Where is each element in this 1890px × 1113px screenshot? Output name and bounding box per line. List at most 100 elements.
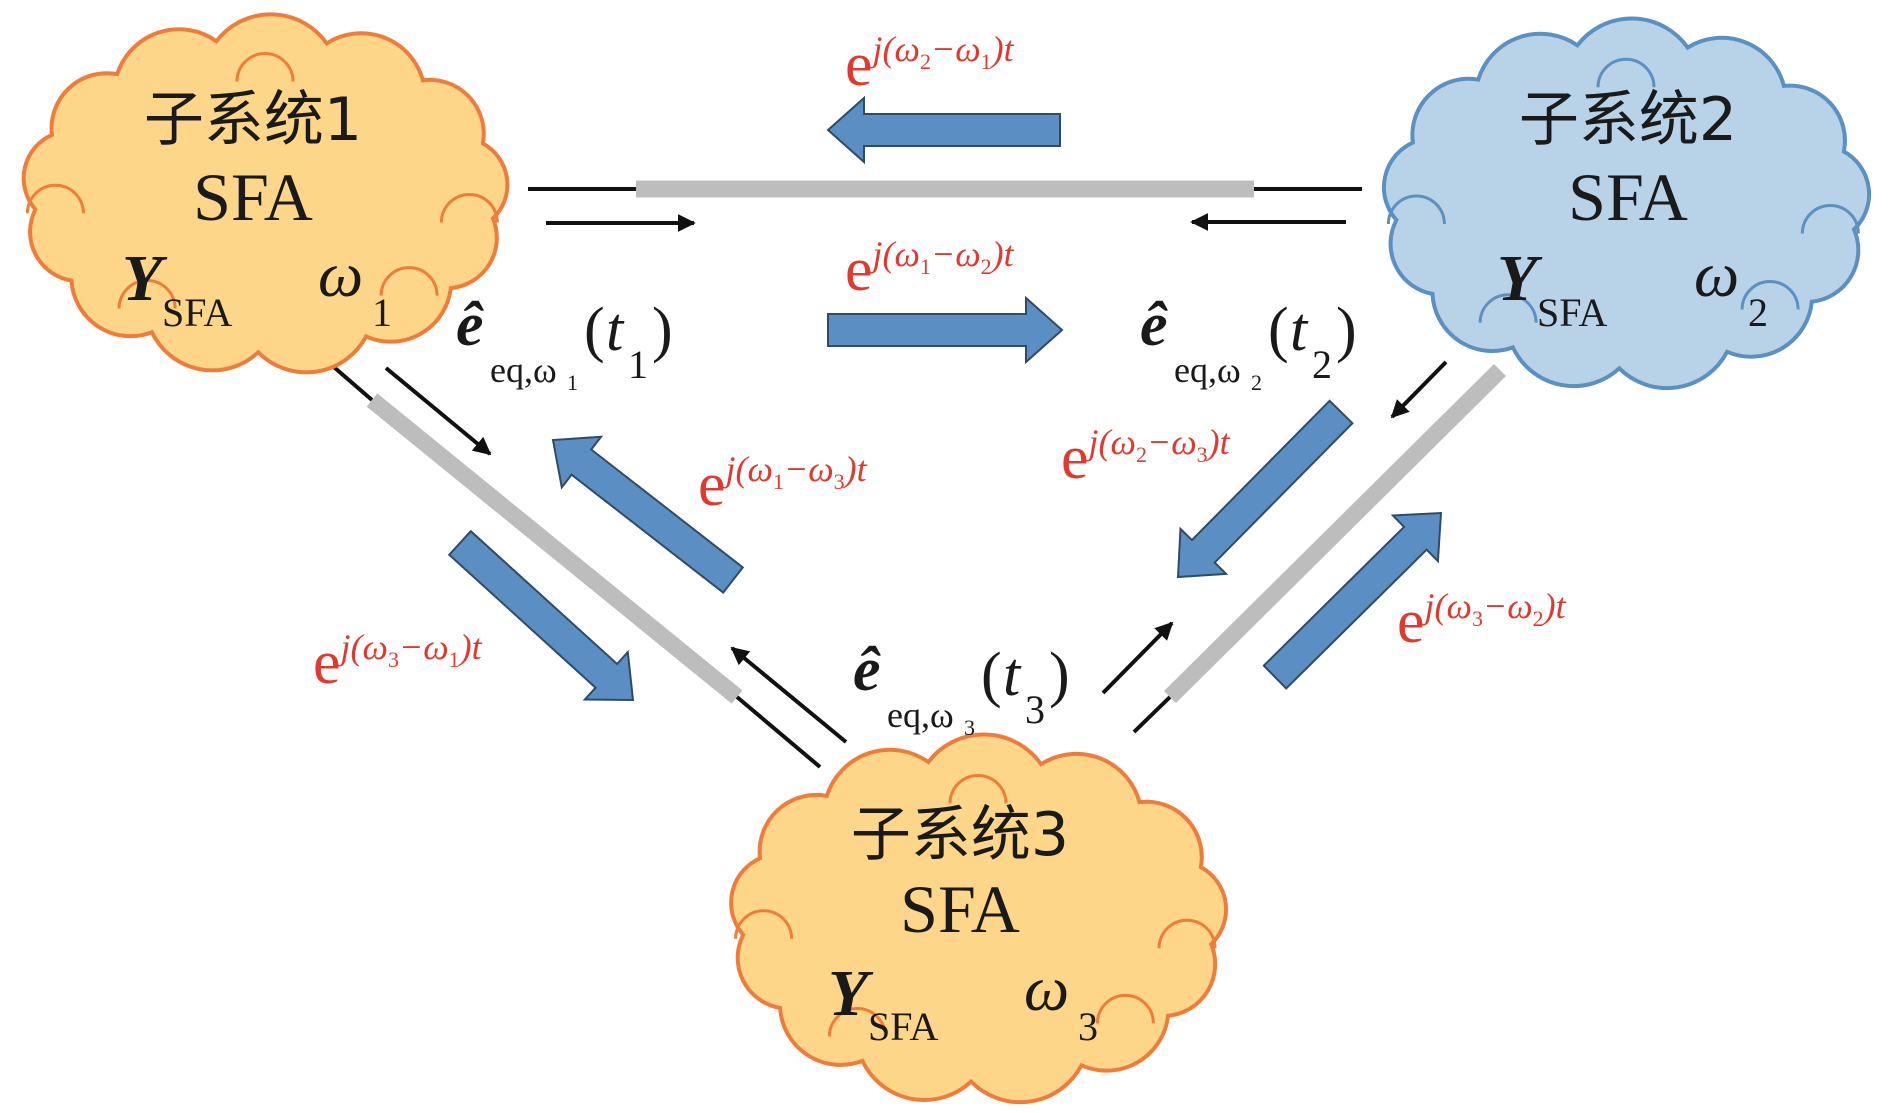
eq-source-arg: t: [1003, 641, 1022, 709]
shift-arrow-1-to-2-icon: [827, 295, 1064, 365]
shift-label-part: j(ω: [1421, 586, 1472, 626]
shift-label-part: 3: [1197, 442, 1208, 467]
shift-label-part: )t: [458, 627, 483, 667]
subsystem-3-name: 子系统3: [851, 800, 1069, 870]
shift-label-part: j(ω: [337, 627, 388, 667]
subsystem-1: 子系统1 SFA Y SFA ω 1: [122, 85, 392, 335]
subsystem-3: 子系统3 SFA Y SFA ω 3: [828, 800, 1098, 1049]
eq-source-paren-close: ): [1049, 641, 1070, 709]
link-1-3: [326, 360, 822, 769]
cloud-puff-detail: [1478, 293, 1538, 323]
equivalent-source-3: ê eq,ω 3 ( t 3 ): [853, 636, 1070, 740]
shift-label-part: −ω: [931, 29, 981, 69]
eq-source-arg-index: 2: [1312, 342, 1332, 387]
cloud-puff-detail: [1095, 993, 1155, 1024]
subsystem-1-frequency: ω: [318, 239, 363, 310]
shift-label-part: −ω: [931, 234, 981, 274]
shift-label-part: e: [845, 31, 873, 99]
eq-source-sub: eq,ω: [887, 695, 954, 735]
shift-label-2-1: ej(ω1−ω2)t: [845, 234, 1015, 304]
shift-arrow-2-to-1-icon: [826, 95, 1061, 165]
eq-source-sub-index: 1: [567, 370, 578, 395]
shift-label-part: j(ω: [869, 234, 920, 274]
transmission-line: [1164, 363, 1506, 704]
eq-source-paren-close: ): [1336, 296, 1357, 364]
subsystem-1-cloud: [21, 12, 510, 375]
shift-label-part: 2: [981, 254, 992, 279]
shift-label-part: 1: [981, 49, 992, 74]
eq-source-symbol: ê: [1140, 291, 1168, 359]
subsystem-2-frequency: ω: [1694, 239, 1739, 310]
shift-label-3-2: ej(ω3−ω2)t: [1397, 586, 1567, 656]
subsystem-2-name: 子系统2: [1519, 85, 1737, 155]
shift-arrow-3-to-2-icon: [1262, 511, 1443, 690]
shift-label-part: 3: [1472, 606, 1483, 631]
shift-label-part: −ω: [1147, 422, 1197, 462]
shift-label-part: e: [313, 629, 341, 697]
subsystem-3-cloud: [729, 732, 1229, 1105]
subsystem-1-name: 子系统1: [144, 85, 362, 155]
subsystem-1-model: SFA: [193, 159, 313, 235]
subsystem-1-admittance-sub: SFA: [162, 290, 233, 335]
eq-source-arg: t: [1290, 296, 1309, 364]
subsystem-2-cloud: [1381, 16, 1872, 391]
eq-source-sub-index: 2: [1251, 370, 1262, 395]
shift-label-part: −ω: [399, 627, 449, 667]
shift-label-part: −ω: [1483, 586, 1533, 626]
shift-label-part: 1: [773, 469, 784, 494]
subsystem-2-admittance: Y: [1497, 242, 1543, 315]
subsystem-3-model: SFA: [900, 871, 1020, 947]
subsystem-1-admittance: Y: [122, 242, 168, 315]
eq-source-sub-index: 3: [964, 715, 975, 740]
shift-label-part: e: [1061, 424, 1089, 492]
shift-label-part: e: [1397, 588, 1425, 656]
shift-label-part: 2: [1533, 606, 1544, 631]
connector-line: [1132, 695, 1172, 734]
subsystem-3-frequency: ω: [1024, 953, 1069, 1024]
shift-arrow-1-to-3-icon: [447, 529, 635, 702]
shift-label-part: j(ω: [1085, 422, 1136, 462]
eq-source-symbol: ê: [456, 291, 484, 359]
subsystem-3-admittance-sub: SFA: [868, 1004, 939, 1049]
subsystem-3-admittance: Y: [828, 957, 874, 1030]
cloud-puff-detail: [827, 1007, 887, 1037]
eq-source-paren-open: (: [584, 296, 605, 364]
cloud-puff-detail: [1596, 57, 1656, 88]
subsystem-1-frequency-sub: 1: [372, 290, 392, 335]
direction-arrow-down-left-icon: [1390, 360, 1448, 419]
cloud-puff-detail: [439, 192, 499, 223]
shift-label-1-3: ej(ω3−ω1)t: [313, 627, 483, 697]
shift-label-part: 3: [834, 469, 845, 494]
cloud-puff-detail: [117, 278, 177, 309]
eq-source-arg: t: [606, 296, 625, 364]
direction-arrow-up-left-icon: [730, 646, 848, 744]
shift-label-2-3: ej(ω2−ω3)t: [1061, 422, 1231, 492]
shift-label-part: 1: [449, 647, 460, 672]
shift-label-part: )t: [843, 449, 868, 489]
cloud-puff-detail: [379, 266, 439, 296]
eq-source-paren-open: (: [981, 641, 1002, 709]
shift-label-part: )t: [1206, 422, 1231, 462]
subsystem-2: 子系统2 SFA Y SFA ω 2: [1497, 85, 1768, 335]
link-2-3: [1132, 363, 1506, 734]
direction-arrow-up-right-icon: [1101, 621, 1174, 695]
cloud-shape: [21, 12, 510, 375]
shift-arrow-2-to-3-icon: [1176, 399, 1354, 579]
shift-label-part: 3: [388, 647, 399, 672]
cloud-puff-detail: [1740, 280, 1800, 310]
shift-label-part: j(ω: [869, 29, 920, 69]
cloud-puff-detail: [235, 52, 295, 82]
direction-arrow-down-right-icon: [384, 366, 492, 456]
transmission-line: [366, 393, 743, 704]
eq-source-paren-close: ): [652, 296, 673, 364]
shift-label-part: 2: [1136, 442, 1147, 467]
shift-label-part: )t: [1542, 586, 1567, 626]
shift-label-part: j(ω: [722, 449, 773, 489]
shift-label-part: e: [698, 451, 726, 519]
eq-source-paren-open: (: [1268, 296, 1289, 364]
eq-source-arg-index: 1: [628, 342, 648, 387]
shift-label-3-1: ej(ω1−ω3)t: [698, 449, 868, 519]
connector-line: [735, 695, 822, 769]
cloud-puff-detail: [25, 183, 85, 214]
